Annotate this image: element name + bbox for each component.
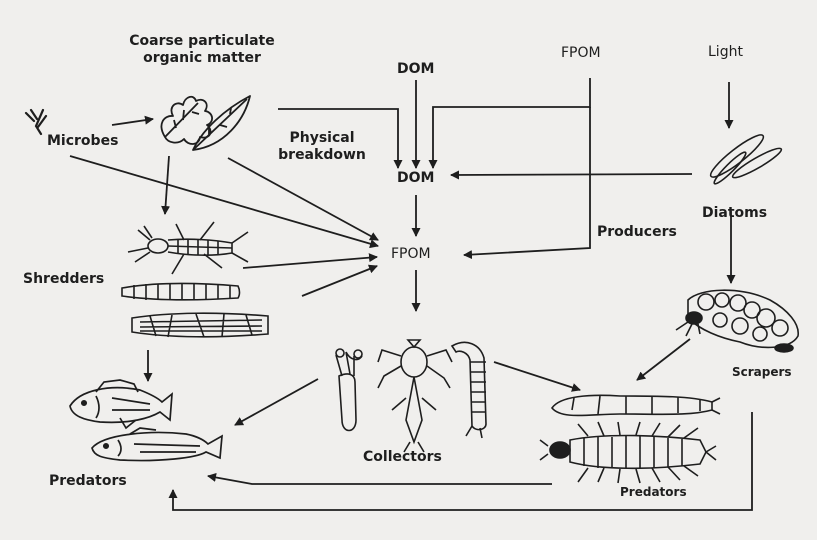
arrow-shredders-to-fpom xyxy=(243,257,377,268)
scrapers-icon xyxy=(676,290,798,352)
arrow-predators-right-to-left xyxy=(208,476,552,484)
arrow-collectors-to-predators-right xyxy=(494,362,580,390)
arrow-fpom-top-to-dom-mid xyxy=(433,78,590,168)
arrow-shredders-to-fpom-2 xyxy=(302,266,377,296)
label-coarse-particulate-organic-matter: Coarse particulate organic matter xyxy=(117,33,287,67)
arrow-scrapers-to-predators-right xyxy=(637,339,690,380)
label-producers: Producers xyxy=(597,224,677,241)
label-light: Light xyxy=(708,44,743,61)
arrow-diatoms-to-dom xyxy=(451,174,692,175)
arrow-collectors-to-predators-left xyxy=(235,379,318,425)
label-microbes: Microbes xyxy=(47,133,118,150)
predator-invertebrates-icon xyxy=(540,395,720,483)
leaves-icon xyxy=(161,96,250,150)
microbes-icon xyxy=(26,110,46,134)
label-dom-mid: DOM xyxy=(397,170,434,187)
arrow-fpom-top-to-fpom-mid xyxy=(464,107,590,255)
arrow-cpom-to-fpom xyxy=(228,158,378,240)
label-diatoms: Diatoms xyxy=(702,205,767,222)
label-predators-left: Predators xyxy=(49,473,127,490)
arrow-microbes-to-fpom xyxy=(70,156,378,246)
fish-icon xyxy=(70,380,222,461)
label-dom-top: DOM xyxy=(397,61,434,78)
label-fpom-top: FPOM xyxy=(561,45,601,62)
arrow-microbes-to-cpom xyxy=(112,119,153,125)
label-physical-breakdown: Physical breakdown xyxy=(276,130,368,164)
label-shredders: Shredders xyxy=(23,271,104,288)
collectors-icon xyxy=(336,340,486,452)
shredders-icon xyxy=(122,222,268,337)
label-collectors: Collectors xyxy=(363,449,442,466)
label-fpom-mid: FPOM xyxy=(391,246,431,263)
label-scrapers: Scrapers xyxy=(732,364,792,381)
label-predators-right: Predators xyxy=(620,484,687,501)
diatoms-icon xyxy=(707,130,784,186)
